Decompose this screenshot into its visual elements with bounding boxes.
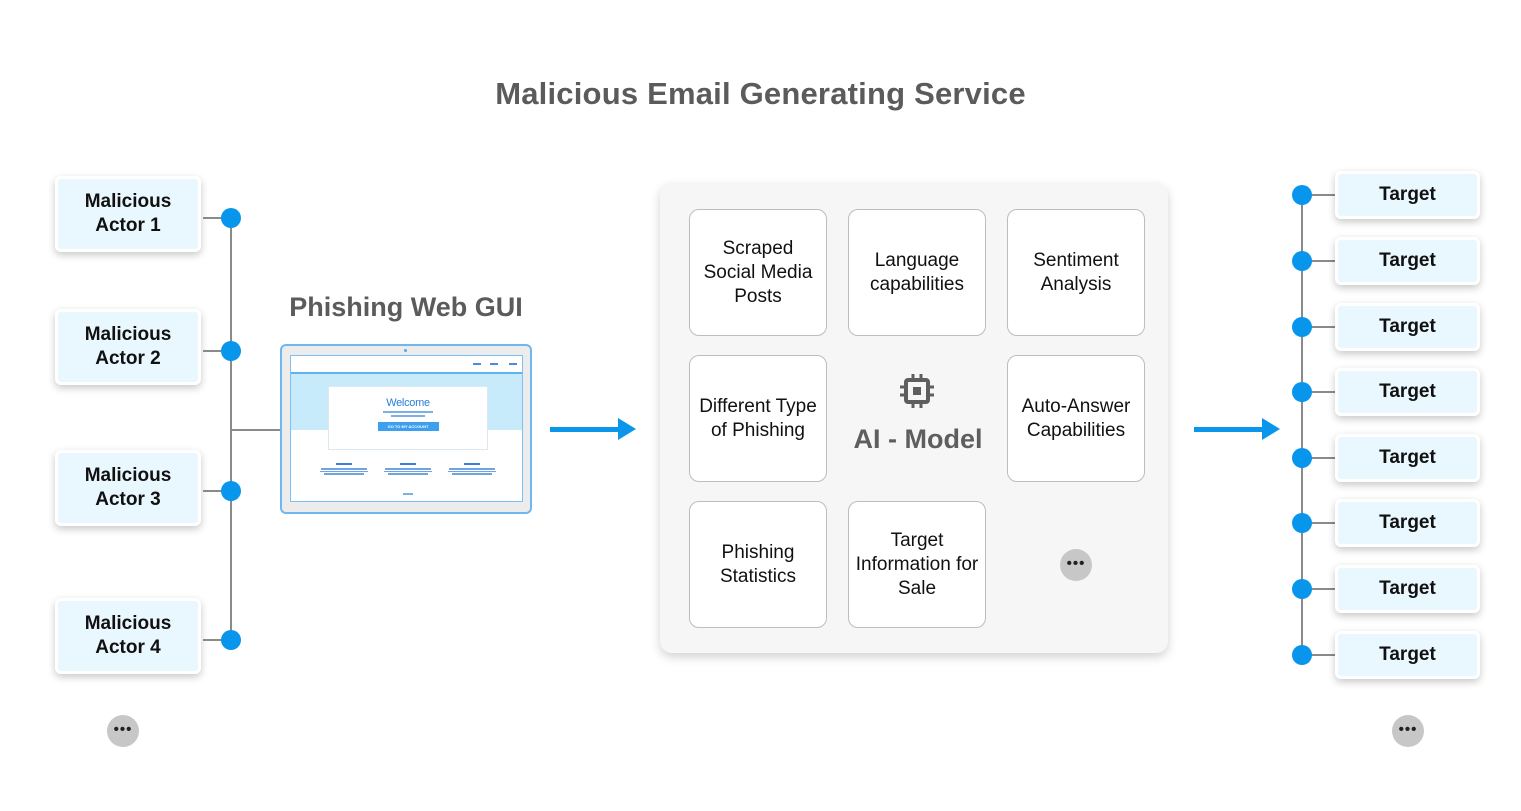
capability-tile: Scraped Social Media Posts xyxy=(689,209,827,336)
capability-tile: Target Information for Sale xyxy=(848,501,986,628)
pager-dots xyxy=(403,493,413,495)
arrow-shaft xyxy=(1194,427,1264,432)
connector-node xyxy=(1292,513,1312,533)
camera-dot xyxy=(404,349,407,352)
target-connector xyxy=(1302,654,1336,656)
connector-node xyxy=(1292,382,1312,402)
target-connector-trunk xyxy=(1301,195,1303,655)
welcome-heading: Welcome xyxy=(386,397,430,409)
connector-node xyxy=(221,208,241,228)
connector-node xyxy=(221,481,241,501)
target-connector xyxy=(1302,588,1336,590)
target-card: Target xyxy=(1335,237,1480,285)
target-card: Target xyxy=(1335,631,1480,679)
target-card: Target xyxy=(1335,565,1480,613)
ai-model-label: AI - Model xyxy=(853,424,983,454)
cpu-chip-icon xyxy=(900,374,934,408)
diagram-title: Malicious Email Generating Service xyxy=(495,76,1026,111)
arrow-shaft xyxy=(550,427,620,432)
actor-card: Malicious Actor 2 xyxy=(55,309,201,385)
arrow-right-icon xyxy=(1262,418,1280,440)
actor-connector xyxy=(203,350,230,352)
actor-card: Malicious Actor 3 xyxy=(55,450,201,526)
feature-block xyxy=(319,463,369,476)
page-nav xyxy=(291,356,522,374)
actor-connector xyxy=(203,217,230,219)
phishing-page-screen: Welcome GO TO MY ACCOUNT xyxy=(290,355,523,502)
target-card: Target xyxy=(1335,171,1480,219)
capability-tile: Phishing Statistics xyxy=(689,501,827,628)
feature-block xyxy=(383,463,433,476)
nav-link xyxy=(490,363,498,365)
target-connector xyxy=(1302,260,1336,262)
actor-card: Malicious Actor 1 xyxy=(55,176,201,252)
connector-node xyxy=(1292,317,1312,337)
phishing-gui-title: Phishing Web GUI xyxy=(289,292,523,322)
arrow-right-icon xyxy=(618,418,636,440)
connector-node xyxy=(1292,251,1312,271)
target-connector xyxy=(1302,391,1336,393)
welcome-card: Welcome GO TO MY ACCOUNT xyxy=(328,386,488,450)
connector-node xyxy=(1292,645,1312,665)
laptop-mockup: Welcome GO TO MY ACCOUNT xyxy=(280,344,532,514)
capability-tile: Auto-Answer Capabilities xyxy=(1007,355,1145,482)
actor-connector xyxy=(203,639,230,641)
capability-tile: Language capabilities xyxy=(848,209,986,336)
actor-connector xyxy=(203,490,230,492)
connector-node xyxy=(1292,448,1312,468)
more-actors-icon: ••• xyxy=(107,715,139,747)
target-card: Target xyxy=(1335,303,1480,351)
capability-tile: Different Type of Phishing xyxy=(689,355,827,482)
target-card: Target xyxy=(1335,368,1480,416)
go-to-account-button: GO TO MY ACCOUNT xyxy=(377,422,439,431)
target-connector xyxy=(1302,522,1336,524)
text-line xyxy=(383,411,433,413)
actor-card: Malicious Actor 4 xyxy=(55,598,201,674)
more-capabilities-icon: ••• xyxy=(1060,549,1092,581)
gui-connector xyxy=(231,429,281,431)
nav-link xyxy=(473,363,481,365)
connector-node xyxy=(221,341,241,361)
target-card: Target xyxy=(1335,434,1480,482)
target-connector xyxy=(1302,457,1336,459)
more-targets-icon: ••• xyxy=(1392,715,1424,747)
target-connector xyxy=(1302,326,1336,328)
connector-node xyxy=(1292,579,1312,599)
capability-tile: Sentiment Analysis xyxy=(1007,209,1145,336)
connector-node xyxy=(221,630,241,650)
nav-link xyxy=(509,363,517,365)
feature-block xyxy=(447,463,497,476)
target-card: Target xyxy=(1335,499,1480,547)
text-line xyxy=(391,415,425,417)
target-connector xyxy=(1302,194,1336,196)
connector-node xyxy=(1292,185,1312,205)
